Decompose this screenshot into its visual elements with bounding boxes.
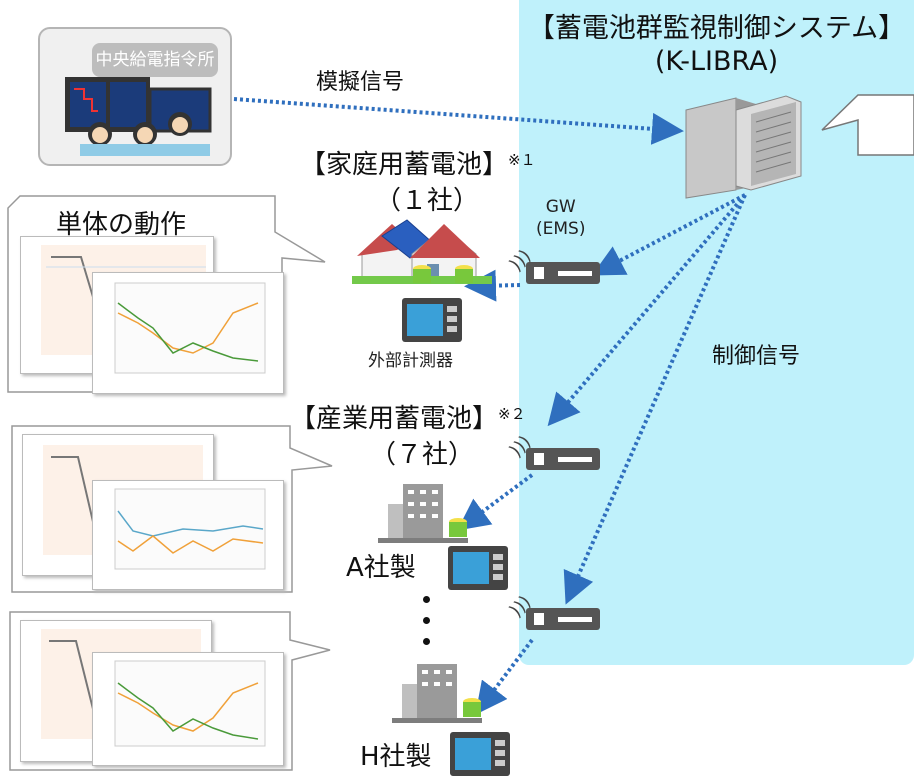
operators-icon [65,77,212,156]
pseudo-signal-label: 模擬信号 [316,70,405,95]
ellipsis-dot [423,617,430,624]
meter-h-icon [450,732,510,776]
home-battery-count: （１社） [375,186,480,216]
gateway-device [526,448,600,470]
control-signal-label: 制御信号 [712,344,801,369]
server-icon [685,95,802,199]
industrial-battery-title: 【産業用蓄電池】 [290,404,499,434]
chart-thumbnail [92,272,284,394]
ellipsis-dot [423,638,430,645]
maker-a-label: A社製 [346,553,416,583]
control-center-label: 中央給電指令所 [92,43,218,77]
system-subtitle: (K-LIBRA) [654,46,779,77]
meter-a-icon [448,546,508,590]
factory-icon [378,484,468,543]
house-icon [352,219,492,284]
maker-h-label: H社製 [360,742,432,772]
ellipsis-dot [423,596,430,603]
callout-title: 単体の動作 [56,210,187,240]
factory-icon [392,664,482,723]
external-meter-label: 外部計測器 [368,351,453,371]
control-center-box: 中央給電指令所 [38,27,232,166]
gateway-sublabel: (EMS) [536,219,586,239]
chart-thumbnail [92,480,284,590]
gateway-device [526,608,600,630]
speech-bubble [821,94,914,156]
chart-thumbnail [92,652,284,766]
gateway-device [526,262,600,284]
gateway-label: GW [545,197,576,217]
industrial-battery-note: ※２ [498,405,526,423]
home-battery-note: ※１ [508,151,536,169]
home-battery-title: 【家庭用蓄電池】 [300,150,509,180]
external-meter-icon [402,298,462,342]
industrial-battery-count: （７社） [370,440,475,470]
system-title: 【蓄電池群監視制御システム】 [527,13,906,44]
